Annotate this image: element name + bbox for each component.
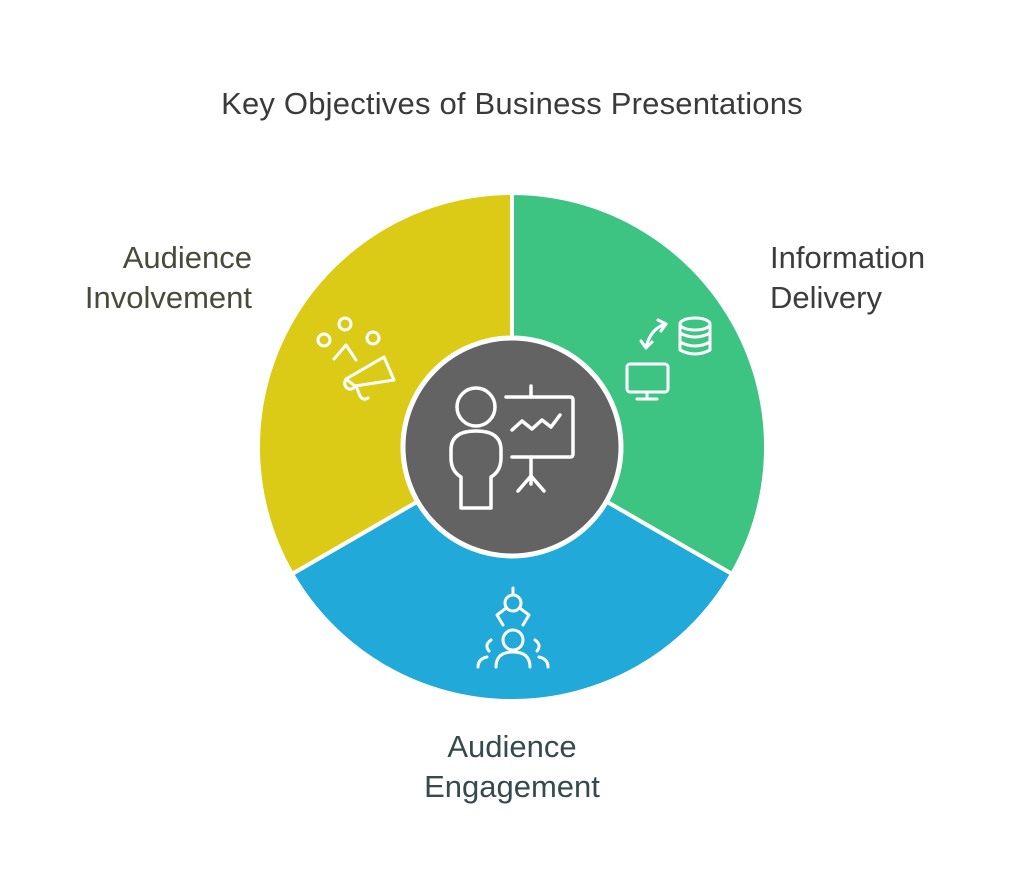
label-line: Audience (122, 240, 252, 275)
label-line: Audience (447, 729, 577, 764)
label-information-delivery: Information Delivery (770, 238, 925, 318)
label-line: Involvement (84, 280, 252, 315)
database-monitor-sync-icon (625, 316, 712, 401)
megaphone-people-icon (316, 316, 396, 401)
segment-audience-engagement (290, 445, 734, 703)
center-hub (400, 335, 624, 559)
label-audience-involvement: Audience Involvement (85, 238, 252, 318)
diagram-title: Key Objectives of Business Presentations (221, 86, 803, 121)
label-line: Engagement (424, 769, 600, 804)
presenter-whiteboard-icon (449, 384, 575, 510)
label-audience-engagement: Audience Engagement (362, 727, 662, 807)
presenter-audience-icon (476, 586, 550, 669)
label-line: Delivery (770, 280, 882, 315)
label-line: Information (770, 240, 926, 275)
